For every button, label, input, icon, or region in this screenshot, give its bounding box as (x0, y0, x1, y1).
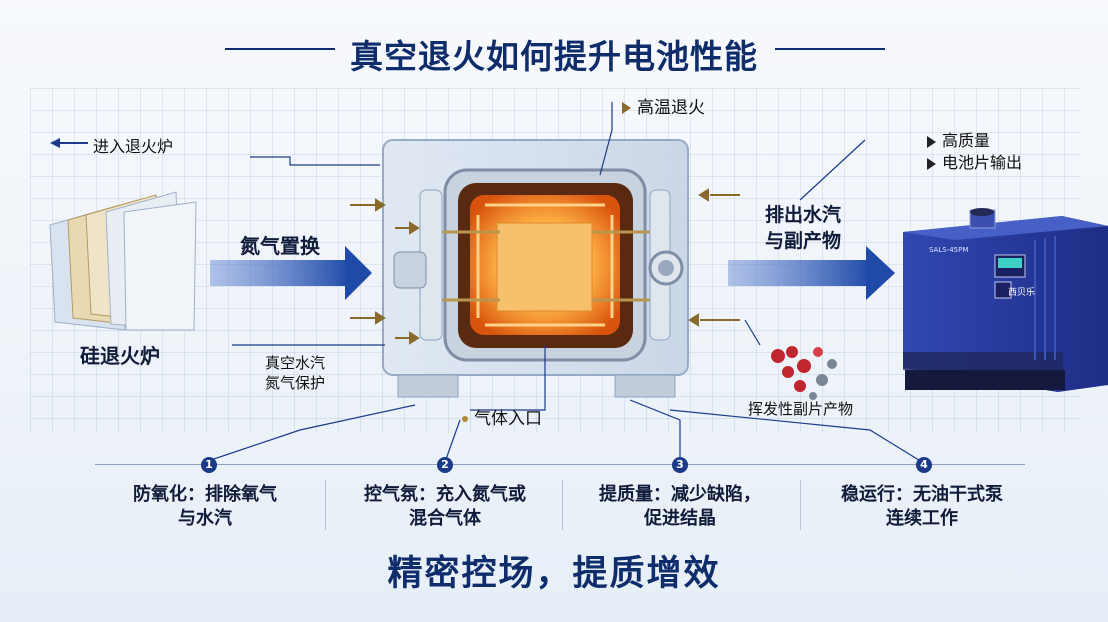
title-block: 真空退火如何提升电池性能 (0, 28, 1108, 76)
pump-brand-label: 西贝乐 (1008, 288, 1036, 298)
enter-arrow (50, 138, 88, 148)
silicon-wafers (49, 191, 197, 331)
step-4-badge: 4 (916, 457, 932, 473)
vacuum-furnace (382, 139, 689, 398)
step-separator-3 (800, 480, 801, 530)
step-1-badge: 1 (201, 457, 217, 473)
step-2-text: 控气氛：充入氮气或混合气体 (364, 484, 526, 529)
step-3-badge: 3 (672, 457, 688, 473)
wafer-output-label: 电池片输出 (927, 152, 1022, 174)
gas-inlet-label: 气体入口 (462, 404, 542, 429)
nitrogen-replace-label: 氮气置换 (240, 234, 320, 258)
callout-lines (204, 102, 923, 463)
nitrogen-arrow (210, 246, 372, 300)
gas-inlet-marker (462, 416, 468, 422)
title-rule-left (225, 48, 335, 50)
step-separator-2 (562, 480, 563, 530)
page-title: 真空退火如何提升电池性能 (350, 37, 758, 76)
exhaust-label: 排出水汽与副产物 (765, 204, 842, 252)
vacuum-protect-label: 真空水汽氮气保护 (265, 354, 326, 392)
high-temp-label: 高温退火 (622, 93, 705, 118)
silicon-furnace-label: 硅退火炉 (80, 344, 160, 368)
high-quality-label: 高质量 (927, 130, 1022, 152)
step-separator-1 (325, 480, 326, 530)
dry-vacuum-pump (903, 208, 1108, 392)
exhaust-arrow (728, 246, 895, 300)
slogan: 精密控场，提质增效 (387, 554, 721, 594)
step-2-badge: 2 (437, 457, 453, 473)
step-1-text: 防氧化：排除氧气与水汽 (133, 484, 277, 529)
step-3-text: 提质量：减少缺陷，促进结晶 (599, 484, 761, 529)
output-labels: 高质量 电池片输出 (927, 130, 1022, 174)
volatile-particles (771, 346, 837, 400)
high-temp-marker (622, 102, 631, 114)
pump-model-label: SALS-45PM (929, 246, 969, 254)
enter-furnace-label: 进入退火炉 (93, 137, 174, 156)
title-rule-right (775, 48, 885, 50)
gas-flow-arrows (350, 188, 740, 345)
volatile-label: 挥发性副片产物 (748, 400, 854, 418)
step-4-text: 稳运行：无油干式泵连续工作 (841, 484, 1003, 529)
steps-divider (95, 464, 1025, 465)
